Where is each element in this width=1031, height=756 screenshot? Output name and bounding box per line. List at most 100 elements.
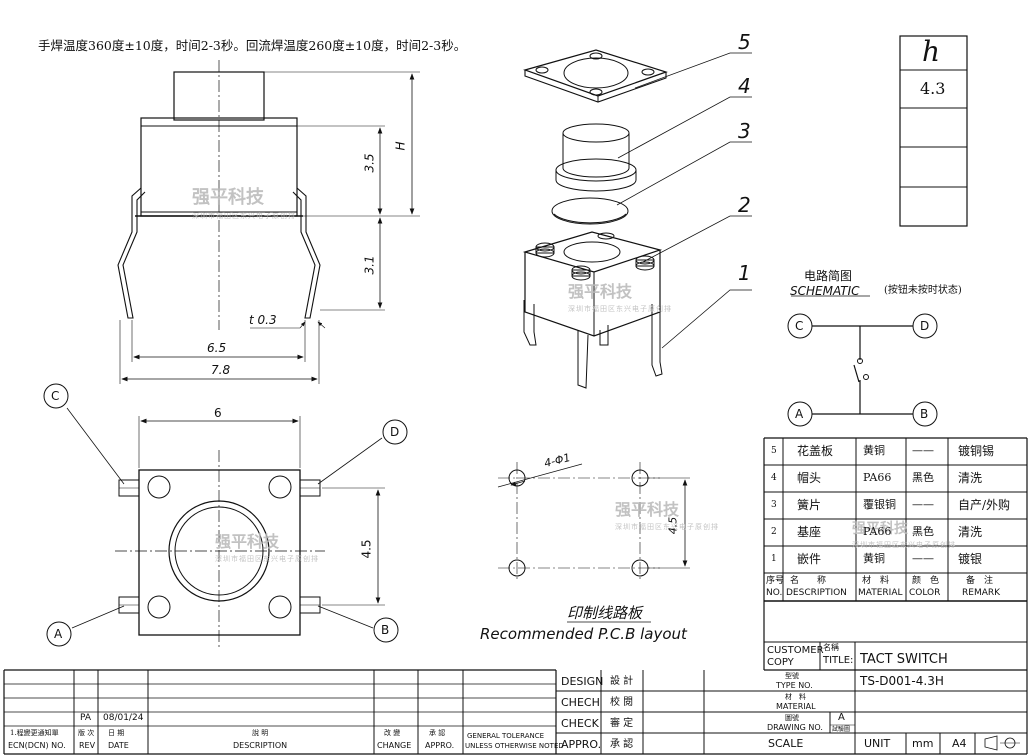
solder-note: 手焊温度360度±10度，时间2-3秒。回流焊温度260度±10度，时间2-3秒… — [38, 38, 467, 53]
title-cn: 名稱 — [823, 643, 839, 652]
watermark: 强平科技深圳市福田区东兴电子原创排 — [568, 278, 672, 314]
exploded-view — [522, 49, 752, 389]
terminal-a-label: A — [54, 627, 63, 641]
bom-grid — [763, 437, 1028, 602]
tolerance-line2: UNLESS OTHERWISE NOTED — [465, 742, 564, 750]
dim-pin-pitch: 4.5 — [359, 539, 374, 559]
drawing-letter: A — [838, 712, 845, 723]
bom-cell-remark: 清洗 — [958, 525, 983, 539]
drawing-sub: 試驗圖 — [832, 726, 851, 733]
height-symbol: h — [922, 35, 941, 68]
dim-top-width: 6 — [214, 406, 222, 420]
bom-cell-no: 2 — [771, 527, 777, 537]
callout-5: 5 — [738, 30, 751, 54]
bom-header-color-en: COLOR — [909, 588, 941, 598]
bom-cell-color: 黑色 — [912, 525, 934, 538]
appro-en: APPRO. — [425, 741, 455, 750]
watermark-sub: 深圳市福田区东兴电子原创排 — [192, 212, 296, 220]
terminal-d-label: D — [390, 425, 400, 439]
material-label: MATERIAL — [776, 702, 816, 711]
bom-header-remark-cn: 备 注 — [966, 576, 994, 586]
callout-2: 2 — [738, 193, 751, 217]
drawing-cn: 圖號 — [785, 714, 799, 722]
bom-cell-remark: 镀银 — [958, 552, 983, 566]
pcb-title-en: Recommended P.C.B layout — [480, 625, 687, 643]
callout-3: 3 — [738, 119, 751, 143]
bom-header-name-cn: 名 称 — [790, 576, 827, 586]
bom-cell-no: 1 — [771, 554, 777, 564]
bom-cell-no: 5 — [771, 446, 777, 456]
bom-cell-color: —— — [912, 552, 934, 565]
unit-label: UNIT — [864, 737, 891, 750]
bom-header-color-cn: 颜 色 — [912, 576, 940, 586]
material-cn: 材 料 — [785, 693, 806, 701]
bom-header-name-en: DESCRIPTION — [786, 588, 847, 598]
change-en: CHANGE — [377, 741, 412, 750]
bom-cell-color: —— — [912, 498, 934, 511]
desc-en: DESCRIPTION — [233, 741, 288, 750]
schematic-title-cn: 电路简图 — [804, 269, 853, 283]
dim-overall-width: 7.8 — [211, 363, 231, 377]
title-value: TACT SWITCH — [860, 652, 948, 667]
ecn-en: ECN(DCN) NO. — [8, 741, 66, 750]
approval-label-cn: 審 定 — [610, 718, 634, 729]
approval-label-en: DESIGN — [561, 675, 604, 688]
change-cn: 改 變 — [384, 729, 401, 737]
pcb-title-cn: 印制线路板 — [567, 604, 643, 622]
bom-cell-name: 花盖板 — [797, 444, 834, 458]
top-view — [66, 407, 385, 650]
bom-header-remark-en: REMARK — [962, 588, 1001, 598]
watermark-text: 强平科技 — [615, 500, 680, 519]
approval-label-cn: 校 閱 — [610, 697, 634, 708]
date-en: DATE — [108, 741, 129, 750]
type-label: TYPE NO. — [776, 681, 813, 690]
watermark-sub: 深圳市福田区东兴电子原创排 — [215, 555, 319, 563]
watermark: 强平科技深圳市福田区东兴电子原创排 — [852, 518, 956, 550]
dim-pcb-pitch: 4.5 — [666, 516, 680, 535]
bom-cell-color: 黑色 — [912, 471, 934, 484]
watermark: 强平科技深圳市福田区东兴电子原创排 — [192, 183, 296, 221]
scale-label: SCALE — [768, 737, 804, 750]
customer-copy: CUSTOMER COPY — [767, 645, 824, 668]
bom-cell-material: 黄铜 — [863, 444, 885, 457]
watermark: 强平科技深圳市福田区东兴电子原创排 — [215, 528, 319, 564]
terminal-c-label: C — [51, 389, 60, 403]
schematic-c: C — [795, 319, 804, 333]
date-cn: 日 期 — [108, 729, 125, 737]
dim-total-height: H — [393, 141, 408, 151]
approval-label-en: CHECH — [561, 696, 600, 709]
rev-value: PA — [80, 713, 92, 723]
sheet-size: A4 — [952, 737, 967, 750]
bom-header-no-en: NO. — [766, 588, 783, 598]
bom-cell-material: 黄铜 — [863, 552, 885, 565]
watermark-text: 强平科技 — [852, 521, 908, 537]
title-label: TITLE: — [823, 655, 854, 666]
callout-4: 4 — [738, 74, 751, 98]
watermark-text: 强平科技 — [568, 282, 633, 301]
watermark-sub: 深圳市福田区东兴电子原创排 — [852, 541, 956, 549]
height-box-grid — [899, 35, 968, 227]
schematic-title-en: SCHEMATIC — [790, 284, 860, 298]
bom-cell-remark: 自产/外购 — [958, 498, 1011, 512]
tolerance-line1: GENERAL TOLERANCE — [467, 732, 545, 740]
bom-cell-no: 3 — [771, 500, 777, 510]
bom-cell-name: 簧片 — [797, 498, 822, 512]
rev-date: 08/01/24 — [103, 713, 144, 723]
pcb-layout — [497, 462, 690, 623]
bom-cell-material: PA66 — [863, 471, 892, 484]
rev-en: REV — [79, 741, 96, 750]
unit-value: mm — [912, 737, 934, 750]
rev-cn: 版 次 — [78, 729, 95, 737]
dim-lower-height: 3.1 — [362, 255, 377, 275]
approval-label-en: CHECK — [561, 717, 599, 730]
watermark: 强平科技深圳市福田区东兴电子原创排 — [615, 496, 719, 532]
schematic — [791, 295, 913, 415]
dim-thickness: t 0.3 — [249, 313, 277, 327]
approval-label-cn: 設 計 — [610, 676, 634, 687]
dim-upper-height: 3.5 — [362, 153, 377, 173]
watermark-sub: 深圳市福田区东兴电子原创排 — [568, 305, 672, 313]
bom-cell-name: 帽头 — [797, 471, 822, 485]
type-cn: 型號 — [785, 672, 799, 680]
